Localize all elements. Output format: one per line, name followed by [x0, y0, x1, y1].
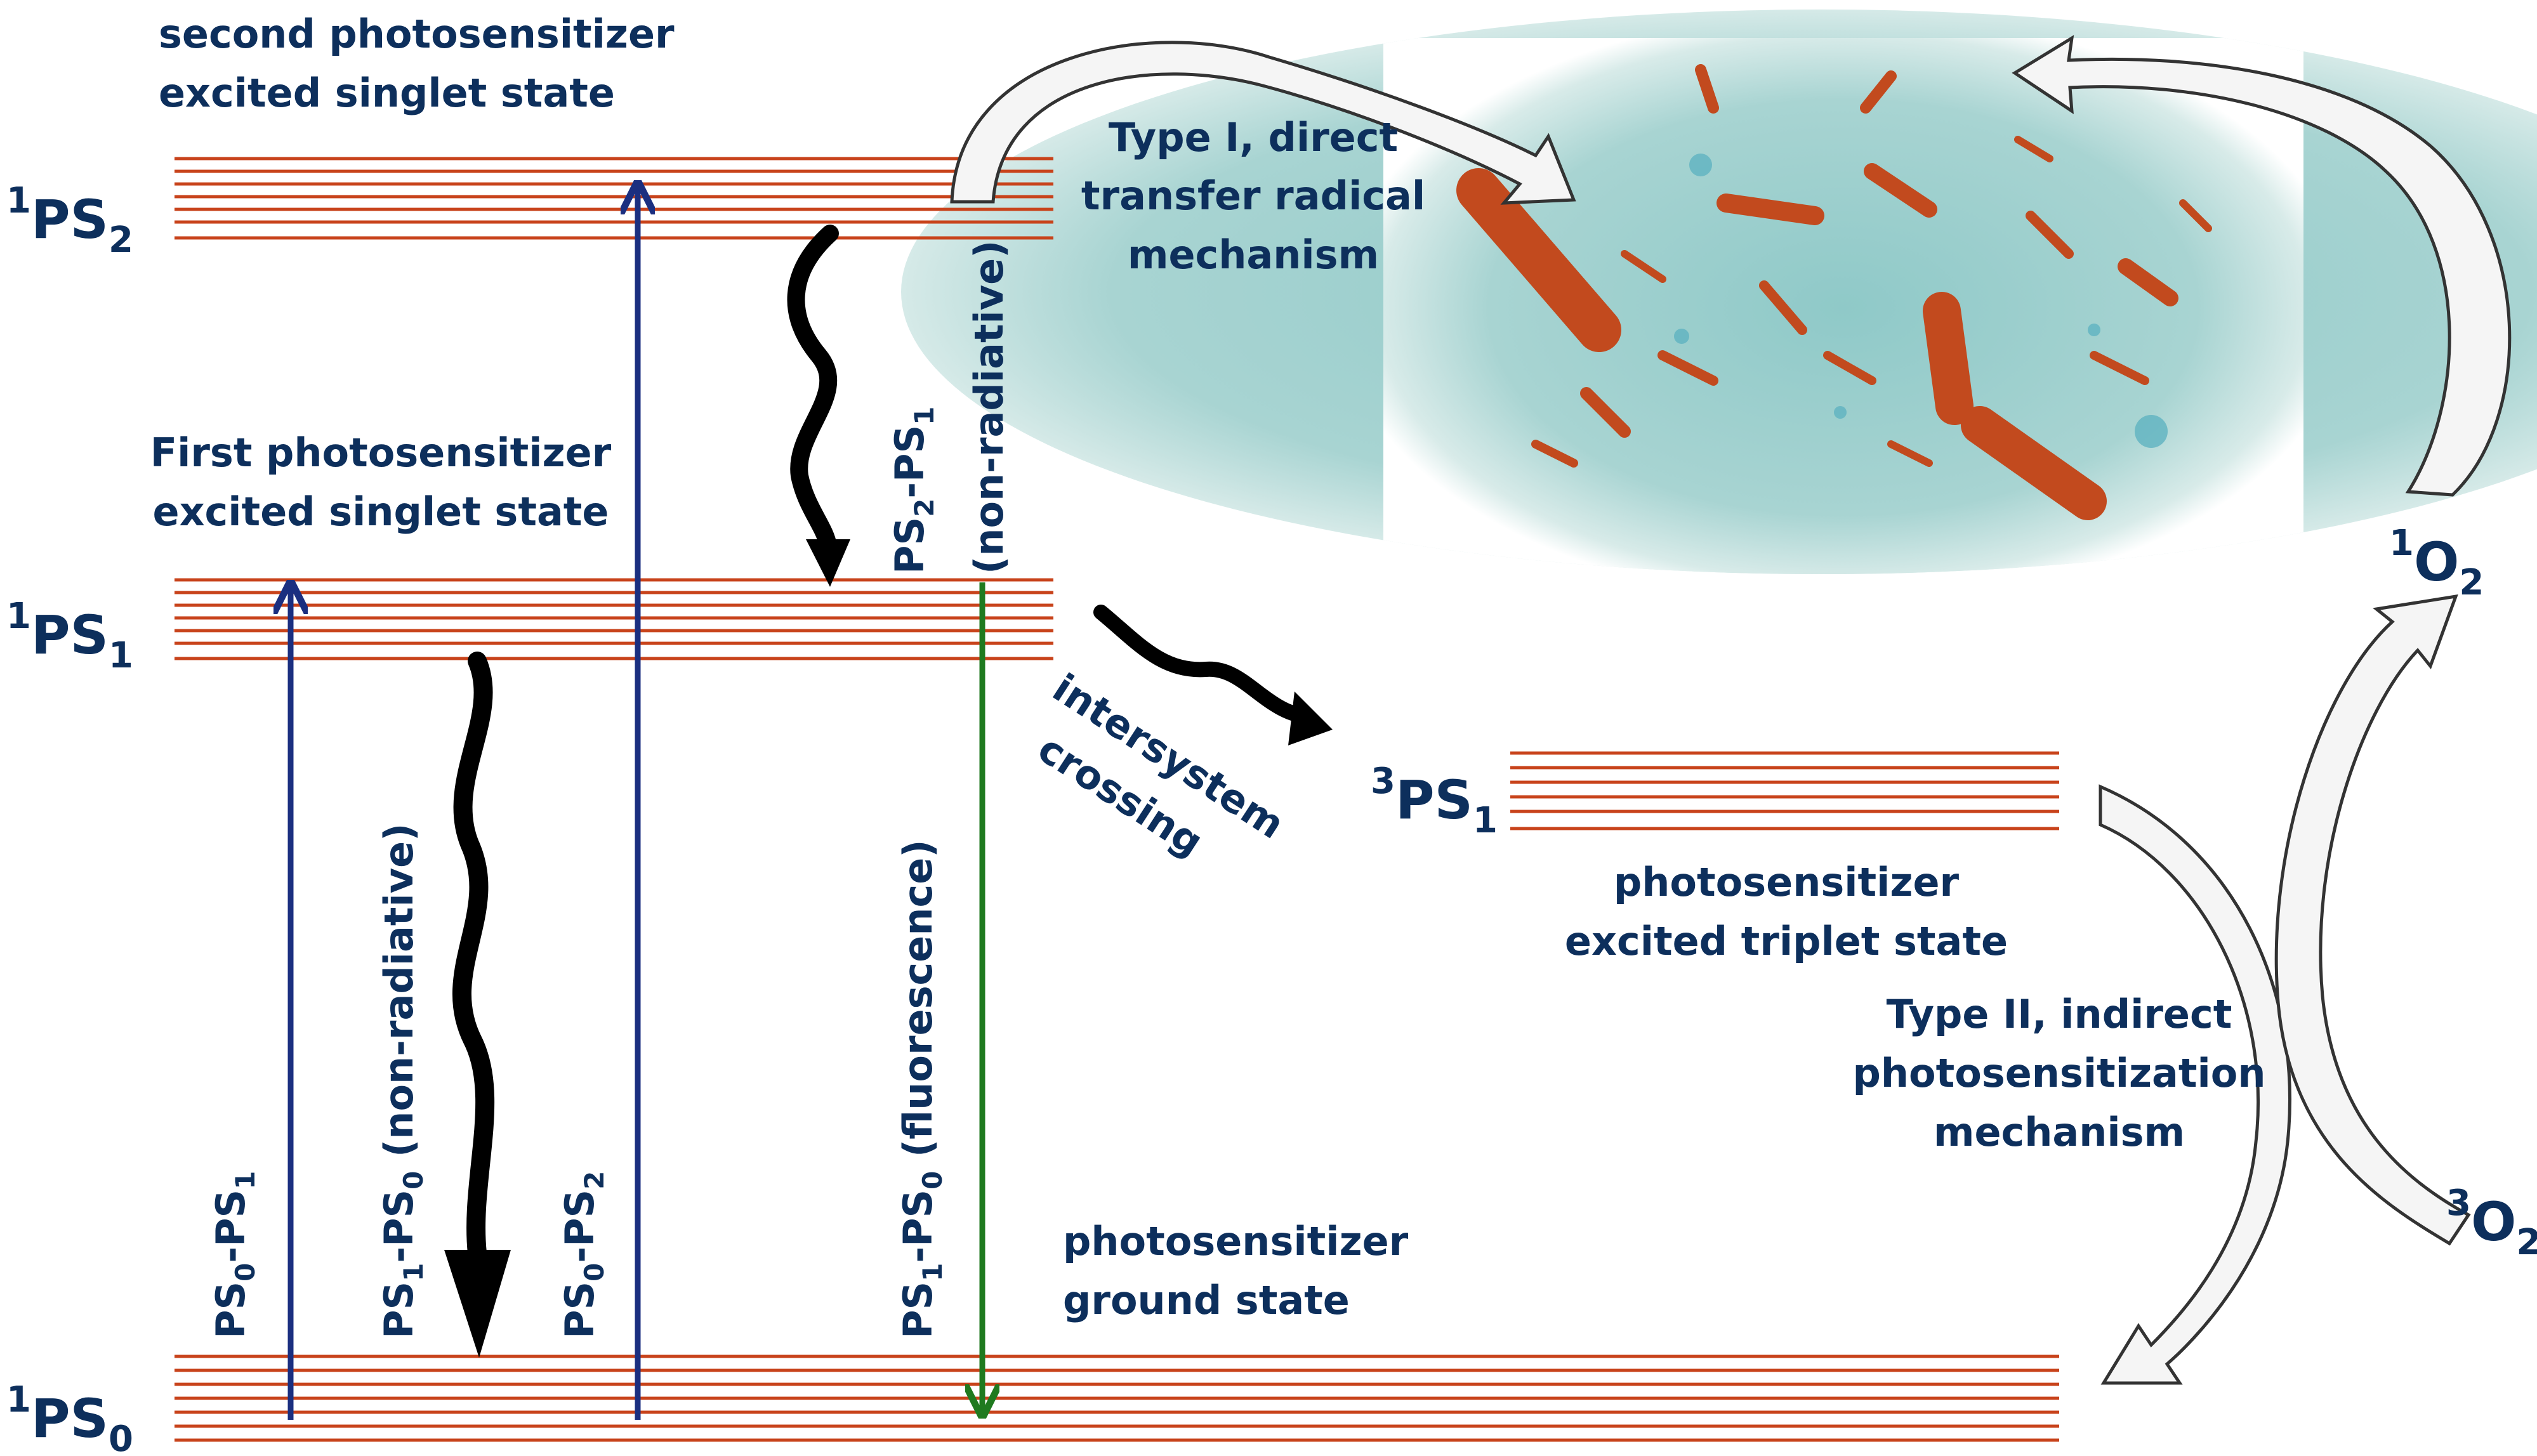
- state-label-ps1: 1PS1: [6, 596, 133, 676]
- note-ground: photosensitizer ground state: [1063, 1218, 1409, 1323]
- oxygen-conversion-arrow: [2274, 594, 2471, 1246]
- svg-text:excited triplet state: excited triplet state: [1565, 918, 2008, 964]
- note-triplet: photosensitizer excited triplet state: [1565, 859, 2008, 964]
- svg-text:transfer radical: transfer radical: [1081, 173, 1425, 219]
- svg-text:Type II, indirect: Type II, indirect: [1887, 991, 2232, 1037]
- svg-text:Type I, direct: Type I, direct: [1109, 114, 1398, 161]
- singlet-oxygen-arrow: [2012, 35, 2512, 497]
- state-label-triplet-oxygen: 3O2: [2446, 1183, 2537, 1263]
- transition-label-ps1-ps0-nonradiative: PS1-PS0 (non-radiative): [376, 823, 429, 1339]
- level-triplet: [1510, 751, 2059, 830]
- transition-label-fluorescence: PS1-PS0 (fluorescence): [895, 839, 948, 1339]
- note-type1: Type I, direct transfer radical mechanis…: [1081, 114, 1425, 278]
- state-label-ps0: 1PS0: [6, 1379, 133, 1456]
- svg-text:mechanism: mechanism: [1128, 232, 1379, 278]
- state-label-singlet-oxygen: 1O2: [2389, 523, 2484, 603]
- level-ps0: [175, 1354, 2059, 1442]
- svg-text:photosensitization: photosensitization: [1852, 1050, 2265, 1096]
- transition-label-ps0-ps1: PS0-PS1: [208, 1171, 261, 1339]
- note-first-singlet: First photosensitizer excited singlet st…: [150, 430, 612, 535]
- svg-text:second photosensitizer: second photosensitizer: [159, 11, 675, 57]
- note-second-singlet: second photosensitizer excited singlet s…: [159, 11, 675, 116]
- svg-text:excited singlet state: excited singlet state: [159, 70, 615, 116]
- wavy-arrow-ps2-ps1: [787, 225, 850, 587]
- transition-label-ps2-ps1-nonradiative: (non-radiative): [966, 240, 1012, 574]
- svg-text:First photosensitizer: First photosensitizer: [150, 430, 612, 476]
- state-label-triplet: 3PS1: [1371, 761, 1498, 841]
- wavy-arrow-isc: [1093, 605, 1333, 745]
- note-isc: intersystem crossing: [1030, 664, 1293, 865]
- wavy-arrow-ps1-ps0: [444, 652, 511, 1358]
- svg-text:photosensitizer: photosensitizer: [1614, 859, 1960, 905]
- bacteria-image: [901, 10, 2537, 574]
- svg-text:excited singlet state: excited singlet state: [153, 489, 609, 535]
- svg-text:photosensitizer: photosensitizer: [1063, 1218, 1409, 1264]
- transition-label-ps0-ps2: PS0-PS2: [557, 1171, 610, 1339]
- svg-text:mechanism: mechanism: [1934, 1109, 2185, 1155]
- transition-label-ps2-ps1: PS2-PS1: [886, 407, 940, 574]
- state-label-ps2: 1PS2: [6, 180, 133, 261]
- type1-arrow: [950, 41, 1576, 205]
- note-type2: Type II, indirect photosensitization mec…: [1852, 991, 2265, 1155]
- svg-text:ground state: ground state: [1063, 1277, 1350, 1323]
- type2-arrow: [2099, 784, 2291, 1385]
- level-ps2: [175, 157, 1053, 240]
- level-ps1: [175, 578, 1053, 660]
